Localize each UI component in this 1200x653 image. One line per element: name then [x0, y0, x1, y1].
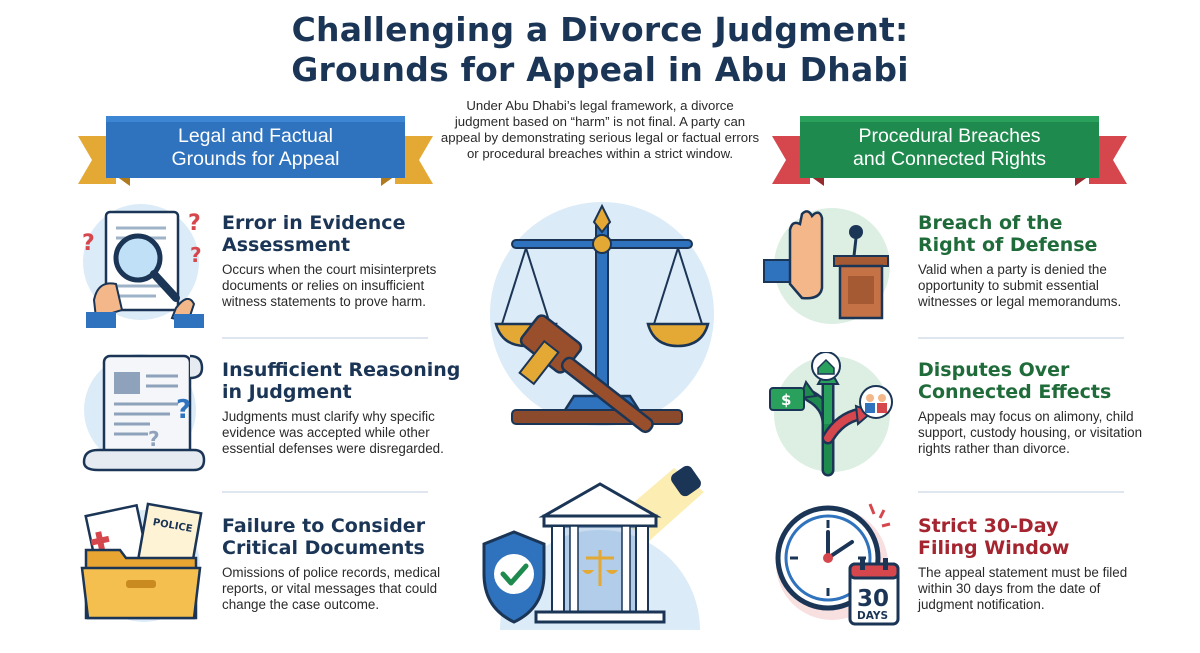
- title-line-1: Challenging a Divorce Judgment:: [291, 10, 909, 49]
- right-banner-label: Procedural Breaches and Connected Rights: [853, 125, 1046, 170]
- left-banner-label: Legal and Factual Grounds for Appeal: [171, 125, 340, 170]
- right-divider-2: [918, 491, 1124, 493]
- svg-text:?: ?: [148, 427, 160, 451]
- left-banner: Legal and Factual Grounds for Appeal: [78, 108, 433, 188]
- ribbon-shape-right: [772, 116, 1127, 186]
- left-item-2-title: Insufficient Reasoning in Judgment: [222, 359, 461, 403]
- left-item-3-title: Failure to Consider Critical Documents: [222, 515, 426, 559]
- left-divider-2: [222, 491, 428, 493]
- right-divider-1: [918, 337, 1124, 339]
- branching-arrows-icon: $: [769, 352, 893, 477]
- title-line-2: Grounds for Appeal in Abu Dhabi: [291, 50, 909, 89]
- left-item-3-desc: Omissions of police records, medical rep…: [222, 565, 441, 612]
- stop-hand-podium-icon: [763, 208, 890, 324]
- left-item-1-desc: Occurs when the court misinterprets docu…: [222, 262, 437, 309]
- right-banner: Procedural Breaches and Connected Rights: [772, 108, 1127, 188]
- right-item-1-desc: Valid when a party is denied the opportu…: [918, 262, 1122, 309]
- right-item-1-title: Breach of the Right of Defense: [918, 212, 1098, 256]
- left-item-2-desc: Judgments must clarify why specific evid…: [222, 409, 444, 456]
- page-title: Challenging a Divorce Judgment: Grounds …: [0, 10, 1200, 90]
- dollar-sign: $: [781, 391, 791, 409]
- clock-calendar-icon: 30 DAYS: [775, 503, 900, 626]
- calendar-number: 30: [857, 586, 889, 612]
- right-item-2-title: Disputes Over Connected Effects: [918, 359, 1112, 403]
- svg-text:?: ?: [188, 211, 201, 236]
- scroll-question-icon: ? ?: [82, 354, 206, 472]
- scales-gavel-icon: [490, 202, 714, 434]
- right-item-3-desc: The appeal statement must be filed withi…: [918, 565, 1128, 612]
- left-divider-1: [222, 337, 428, 339]
- magnifier-document-icon: ? ? ?: [82, 204, 204, 328]
- courthouse-shield-icon: [482, 465, 704, 630]
- svg-text:?: ?: [190, 243, 202, 267]
- svg-text:?: ?: [176, 395, 191, 425]
- folder-documents-icon: POLICE: [80, 502, 203, 622]
- calendar-unit: DAYS: [857, 610, 888, 622]
- right-item-2-desc: Appeals may focus on alimony, child supp…: [918, 409, 1143, 456]
- right-item-3-title: Strict 30-Day Filing Window: [918, 515, 1070, 559]
- svg-text:?: ?: [82, 231, 95, 256]
- left-item-1-title: Error in Evidence Assessment: [222, 212, 406, 256]
- intro-text: Under Abu Dhabi’s legal framework, a div…: [440, 98, 760, 161]
- ribbon-shape-left: [78, 116, 433, 186]
